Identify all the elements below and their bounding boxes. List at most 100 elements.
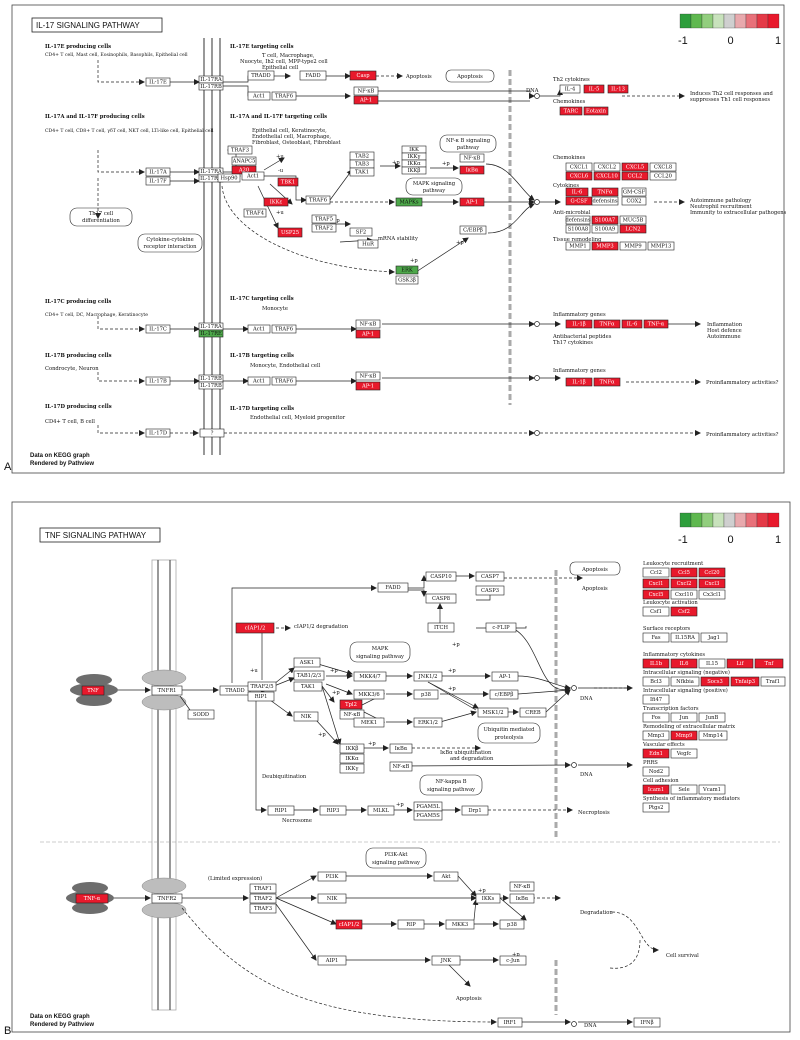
gene-fadd[interactable]: FADD — [377, 582, 409, 593]
gene-act1[interactable]: Act1 — [247, 91, 271, 101]
gene-erk12[interactable]: ERK1/2 — [413, 717, 443, 728]
gene-il17re[interactable]: IL-17RE — [198, 329, 224, 338]
gene-il1b[interactable]: IL-1β — [565, 319, 593, 329]
gene-cxcl5[interactable]: Cxcl5 — [642, 589, 670, 600]
pi3k-pathway-link[interactable]: PI3K-Akt signaling pathway — [365, 847, 427, 869]
gene-defensin[interactable]: defensins — [591, 196, 619, 206]
gene-ptgs2[interactable]: Ptgs2 — [642, 802, 670, 813]
gene-vcam1[interactable]: Vcam1 — [698, 784, 726, 795]
gene-ifnb[interactable]: IFNβ — [633, 1017, 661, 1028]
gene-cox2[interactable]: COX2 — [621, 196, 647, 206]
gene-mek1[interactable]: MEK1 — [353, 717, 385, 728]
gene-cxcl6[interactable]: CXCL6 — [565, 171, 593, 181]
gene-sodd[interactable]: SODD — [187, 709, 215, 720]
gene-nfkb2[interactable]: NF-κB — [459, 153, 485, 163]
gene-ccl20[interactable]: CCL20 — [649, 171, 677, 181]
gene-casp7[interactable]: CASP7 — [475, 571, 505, 582]
gene-jnk[interactable]: JNK — [431, 955, 461, 966]
gene-il5[interactable]: IL-5 — [583, 84, 605, 94]
gene-nfkb[interactable]: NF-κB — [355, 371, 381, 381]
gene-sf2[interactable]: SF2 — [349, 227, 373, 237]
apoptosis-pathway-link-b[interactable]: Apoptosis — [569, 561, 621, 576]
gene-lif[interactable]: Lif — [726, 658, 754, 669]
gene-anapc5[interactable]: ANAPC5 — [232, 156, 257, 166]
gene-ap1[interactable]: AP-1 — [353, 95, 379, 105]
gene-pgam5l[interactable]: PGAM5L — [413, 801, 443, 812]
gene-cxcl1[interactable]: Cxcl1 — [642, 578, 670, 589]
gene-p38b[interactable]: p38 — [499, 919, 525, 930]
gene-mapk[interactable]: MAPKs — [395, 197, 423, 207]
gene-cxcl2[interactable]: Cxcl2 — [670, 578, 698, 589]
gene-tnf[interactable]: TNF — [81, 685, 105, 696]
gene-mkk36[interactable]: MKK3/6 — [353, 689, 385, 700]
gene-ccl5[interactable]: Ccl5 — [670, 567, 698, 578]
gene-tnfa[interactable]: TNF-α — [75, 893, 109, 904]
gene-ikkb[interactable]: IKKβ — [339, 743, 365, 754]
gene-jun[interactable]: Jun — [670, 712, 698, 723]
gene-traf2[interactable]: TRAF2 — [311, 223, 337, 233]
gene-cflip[interactable]: c-FLIP — [485, 622, 517, 633]
gene-tradd[interactable]: TRADD — [247, 70, 275, 81]
gene-cebpb[interactable]: C/EBPβ — [459, 225, 487, 235]
gene-cx3cl1[interactable]: Cx3cl1 — [698, 589, 726, 600]
gene-casp8[interactable]: CASP8 — [425, 593, 457, 604]
gene-ikks[interactable]: IKKs — [475, 893, 501, 904]
gene-il15[interactable]: IL15 — [698, 658, 726, 669]
gene-junb[interactable]: JunB — [698, 712, 726, 723]
gene-mmp1[interactable]: MMP1 — [565, 241, 591, 251]
gene-nfkb[interactable]: NF-κB — [353, 86, 379, 96]
gene-nfkb2[interactable]: NF-κB — [389, 761, 413, 772]
gene-edn1[interactable]: Edn1 — [642, 748, 670, 759]
gene-ikkg[interactable]: IKKγ — [401, 152, 427, 161]
gene-traf4[interactable]: TRAF4 — [243, 208, 267, 218]
gene-ikba[interactable]: IκBα — [389, 743, 413, 754]
gene-rip3[interactable]: RIP3 — [319, 805, 347, 816]
gene-gsk3b[interactable]: GSK3β — [395, 275, 419, 285]
gene-il17rb[interactable]: IL-17RB — [198, 381, 224, 390]
mapk-pathway-link-b[interactable]: MAPK signaling pathway — [349, 641, 411, 663]
gene-mmp14[interactable]: Mmp14 — [698, 730, 728, 741]
gene-csf3[interactable]: G-CSF — [565, 196, 593, 206]
gene-il6b[interactable]: IL-6 — [621, 319, 643, 329]
gene-il1b2[interactable]: IL-1β — [565, 377, 593, 387]
gene-traf3[interactable]: TRAF3 — [249, 903, 277, 914]
gene-tab3[interactable]: TAB3 — [349, 159, 375, 169]
gene-ask1[interactable]: ASK1 — [293, 657, 321, 668]
gene-tarc[interactable]: TARC — [559, 106, 583, 116]
gene-tnfa4[interactable]: TNFα — [593, 377, 621, 387]
gene-creb[interactable]: CREB — [519, 707, 547, 718]
gene-ap1[interactable]: AP-1 — [355, 329, 381, 339]
gene-eotaxin[interactable]: Eotaxin — [583, 106, 609, 116]
gene-ifi47[interactable]: Ifi47 — [642, 694, 670, 705]
gene-jag1[interactable]: Jag1 — [700, 632, 728, 643]
gene-casp[interactable]: Casp — [349, 70, 377, 81]
gene-tak1[interactable]: TAK1 — [349, 167, 375, 177]
gene-tnfr1[interactable]: TNFR1 — [151, 685, 183, 696]
gene-ccl2[interactable]: Ccl2 — [642, 567, 670, 578]
apoptosis-pathway-link[interactable]: Apoptosis — [445, 69, 495, 83]
gene-traf6[interactable]: TRAF6 — [271, 376, 297, 386]
gene-il17f[interactable]: IL-17F — [145, 176, 171, 186]
gene-ccl2[interactable]: CCL2 — [621, 171, 649, 181]
gene-gmcsf[interactable]: GM-CSF — [621, 187, 647, 197]
gene-fadd[interactable]: FADD — [299, 70, 327, 81]
gene-mmp3[interactable]: MMP3 — [591, 241, 619, 251]
th17-differentiation-link[interactable]: Th17 cell differentiation — [69, 207, 133, 227]
gene-il17rb2[interactable]: IL-17RB — [198, 374, 224, 383]
gene-s100a7[interactable]: S100A7 — [591, 215, 619, 225]
gene-mlkl[interactable]: MLKL — [367, 805, 395, 816]
gene-ap1[interactable]: AP-1 — [459, 197, 485, 207]
gene-ikka[interactable]: IKKα — [401, 159, 427, 168]
gene-traf6[interactable]: TRAF6 — [271, 91, 297, 101]
gene-cxcl10[interactable]: Cxcl10 — [670, 589, 698, 600]
gene-mkk3[interactable]: MKK3 — [445, 919, 475, 930]
cytokine-interaction-link[interactable]: Cytokine-cytokine receptor interaction — [137, 233, 203, 253]
gene-hsp90[interactable]: Hsp90 — [217, 173, 241, 183]
gene-ikk[interactable]: IKK — [401, 145, 427, 154]
gene-il17a[interactable]: IL-17A — [145, 167, 171, 177]
gene-ap1[interactable]: AP-1 — [355, 381, 381, 391]
gene-ap1[interactable]: AP-1 — [491, 671, 519, 682]
gene-il15ra[interactable]: IL15RA — [670, 632, 700, 643]
gene-defensin[interactable]: defensins — [565, 215, 591, 225]
gene-cxcl10[interactable]: CXCL10 — [593, 171, 621, 181]
